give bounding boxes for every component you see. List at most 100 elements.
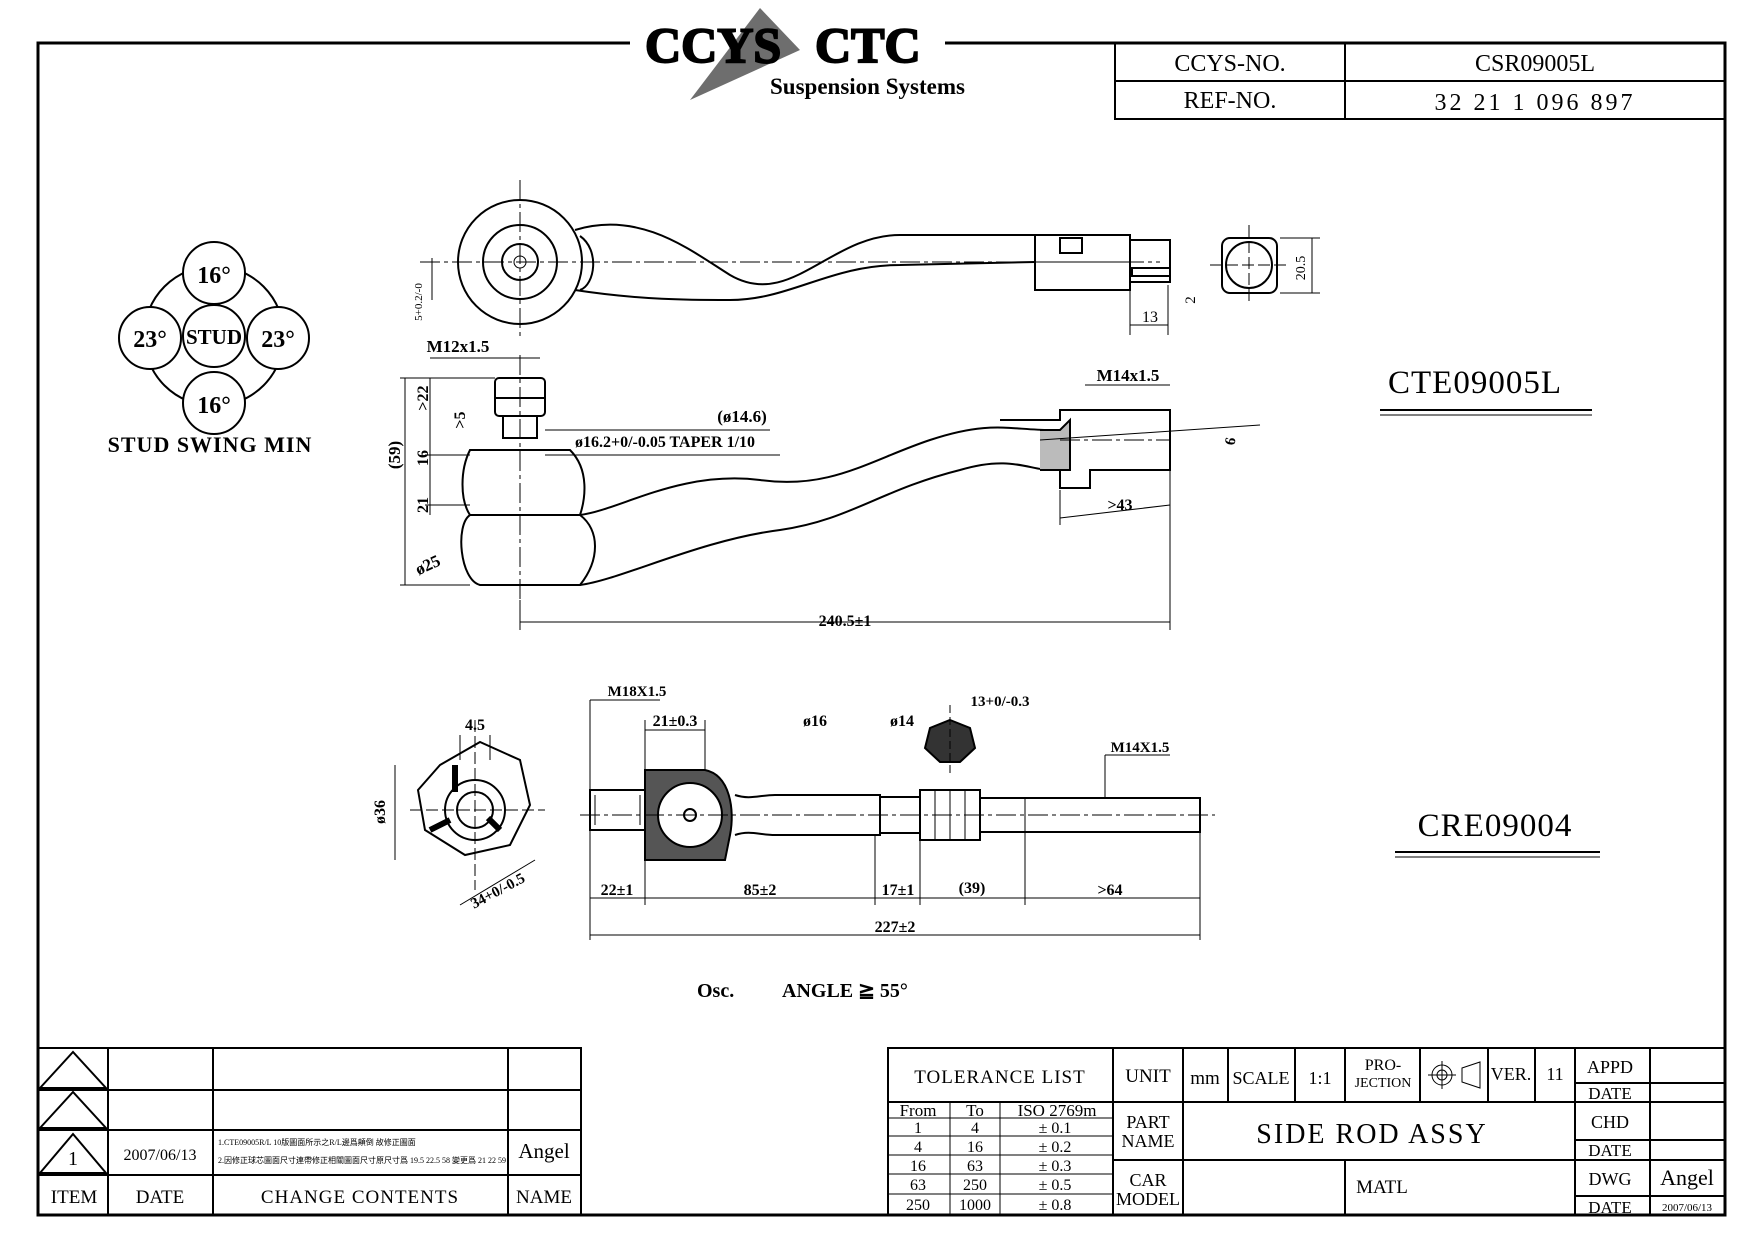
dim-s64: >64 [1097, 882, 1122, 899]
swing-left-value: 23° [133, 327, 167, 353]
projection-label-2: JECTION [1355, 1076, 1412, 1091]
dim-s17: 17±1 [882, 882, 915, 899]
tie-rod-end-side-view [400, 355, 1261, 630]
swing-bottom-value: 16° [197, 393, 231, 419]
logo-text-left: CCYS [645, 17, 781, 73]
dim-phi14: ø14 [890, 713, 914, 730]
rev-row1-name: Angel [518, 1139, 569, 1163]
rev-row1-date: 2007/06/13 [124, 1147, 197, 1164]
scale-label: SCALE [1232, 1068, 1289, 1088]
dim-59: (59) [385, 441, 404, 469]
rev-row1-line1: 1.CTE09005R/L 10版圖面所示之R/L邊爲顛倒 故修正圖面 [218, 1137, 416, 1147]
sheet-border [36, 41, 1727, 1217]
dwg-label: DWG [1589, 1169, 1632, 1189]
tol-row-value: ± 0.8 [1039, 1197, 1072, 1214]
tol-row-to: 63 [967, 1158, 983, 1175]
tol-header-from: From [900, 1101, 937, 1120]
swing-circle-right [246, 306, 310, 370]
logo-text-right: CTC [815, 17, 921, 73]
dim-s22: 22±1 [601, 882, 634, 899]
dim-13: 13 [1142, 309, 1158, 326]
dim-phi25: ø25 [412, 551, 443, 579]
tolerance-title: TOLERANCE LIST [914, 1067, 1085, 1088]
tol-row-to: 1000 [959, 1197, 991, 1214]
dim-phi146: (ø14.6) [717, 407, 767, 426]
dim-22: >22 [415, 385, 432, 410]
tol-row-value: ± 0.2 [1039, 1139, 1072, 1156]
part-code-lower: CRE09004 [1418, 808, 1573, 844]
dim-gt43: >43 [1107, 497, 1132, 514]
ref-no-label: REF-NO. [1184, 88, 1277, 114]
stud-swing-caption: STUD SWING MIN [108, 432, 313, 457]
chd-date-label: DATE [1588, 1141, 1631, 1160]
tol-header-iso: ISO 2769m [1018, 1101, 1097, 1120]
car-model-label-2: MODEL [1116, 1189, 1180, 1209]
swing-circle-bottom [182, 371, 246, 435]
swing-circle-center [182, 304, 246, 368]
dim-phi16: ø16 [803, 713, 827, 730]
dim-16-upper: 16 [415, 450, 432, 466]
part-name-label-2: NAME [1122, 1131, 1175, 1151]
appd-label: APPD [1587, 1057, 1633, 1077]
dim-gt5: >5 [452, 411, 469, 428]
projection-label: PRO- [1365, 1057, 1401, 1074]
tol-row-from: 63 [910, 1177, 926, 1194]
dwg-date-label: DATE [1588, 1198, 1631, 1217]
revision-table [37, 1047, 582, 1216]
dim-taper: ø16.2+0/-0.05 TAPER 1/10 [575, 434, 755, 451]
dim-m18: M18X1.5 [608, 684, 667, 700]
rev-row1-item: 1 [68, 1148, 78, 1170]
ver-value: 11 [1546, 1064, 1563, 1084]
dim-phi36: ø36 [372, 800, 389, 824]
dwg-date: 2007/06/13 [1662, 1202, 1713, 1214]
part-code-upper: CTE09005L [1388, 365, 1562, 401]
part-name: SIDE ROD ASSY [1256, 1119, 1487, 1150]
dim-5-tol: 5+0.2/-0 [413, 283, 425, 321]
rev-row1-line2: 2.因修正球芯圖面尺寸連帶修正相關圖面尺寸原尺寸爲 19.5 22.5 58 變… [218, 1155, 506, 1165]
swing-right-value: 23° [261, 327, 295, 353]
logo-tagline: Suspension Systems [770, 74, 965, 99]
logo: CCYS CTC Suspension Systems [630, 8, 965, 100]
ref-no-value: 32 21 1 096 897 [1435, 90, 1636, 116]
dim-2: 2 [1183, 296, 1199, 304]
dim-m12: M12x1.5 [427, 337, 490, 356]
chd-label: CHD [1591, 1112, 1629, 1132]
ver-label: VER. [1491, 1064, 1532, 1084]
dim-m14-upper: M14x1.5 [1097, 366, 1160, 385]
osc-label: Osc. [697, 980, 734, 1002]
rev-contents-header: CHANGE CONTENTS [261, 1187, 459, 1208]
dim-hex13: 13+0/-0.3 [971, 694, 1030, 710]
tol-row-to: 4 [971, 1120, 979, 1137]
tol-row-value: ± 0.3 [1039, 1158, 1072, 1175]
dim-21-lower: 21±0.3 [653, 713, 698, 730]
car-model-label: CAR [1129, 1170, 1166, 1190]
dim-s85: 85±2 [744, 882, 777, 899]
dim-240: 240.5±1 [819, 613, 872, 630]
tol-row-from: 16 [910, 1158, 926, 1175]
swing-center-label: STUD [186, 325, 242, 349]
tol-row-value: ± 0.5 [1039, 1177, 1072, 1194]
tol-row-from: 250 [906, 1197, 930, 1214]
dim-total: 227±2 [875, 919, 916, 936]
scale-value: 1:1 [1308, 1068, 1331, 1088]
osc-angle: ANGLE ≧ 55° [782, 980, 908, 1002]
matl-label: MATL [1356, 1177, 1408, 1198]
rev-name-header: NAME [516, 1187, 572, 1208]
rev-item-header: ITEM [51, 1187, 98, 1208]
appd-date-label: DATE [1588, 1084, 1631, 1103]
tol-row-from: 1 [914, 1120, 922, 1137]
dim-s39: (39) [959, 880, 986, 897]
inner-rod-end-view [394, 720, 545, 906]
tol-row-to: 16 [967, 1139, 983, 1156]
tie-rod-end-top-view [420, 180, 1320, 340]
dim-m14-lower: M14X1.5 [1111, 740, 1170, 756]
stud-swing-diagram [118, 241, 310, 435]
tol-row-to: 250 [963, 1177, 987, 1194]
dim-6: 6 [1223, 436, 1240, 447]
header-number-table [1114, 42, 1726, 120]
inner-rod-side-view [580, 699, 1215, 940]
dim-21-upper: 21 [415, 497, 432, 513]
dim-34: 34+0/-0.5 [468, 871, 528, 913]
title-block [887, 1047, 1726, 1216]
